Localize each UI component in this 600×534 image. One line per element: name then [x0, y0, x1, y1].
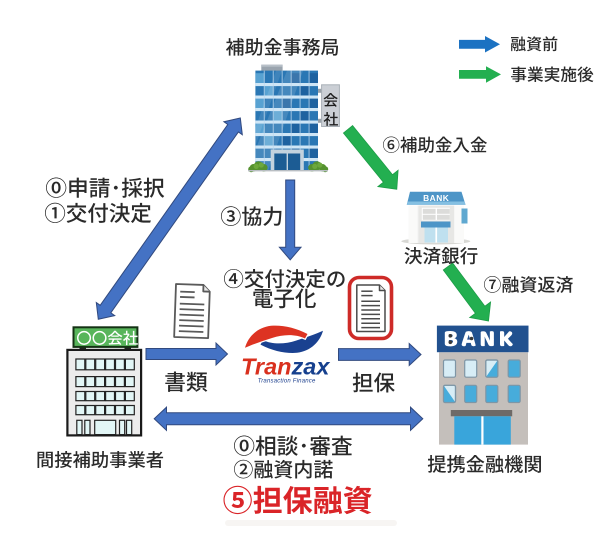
svg-text:Tranzax: Tranzax	[241, 353, 330, 379]
svg-text:Transaction Finance: Transaction Finance	[258, 378, 316, 384]
svg-text:BANK: BANK	[423, 193, 449, 203]
